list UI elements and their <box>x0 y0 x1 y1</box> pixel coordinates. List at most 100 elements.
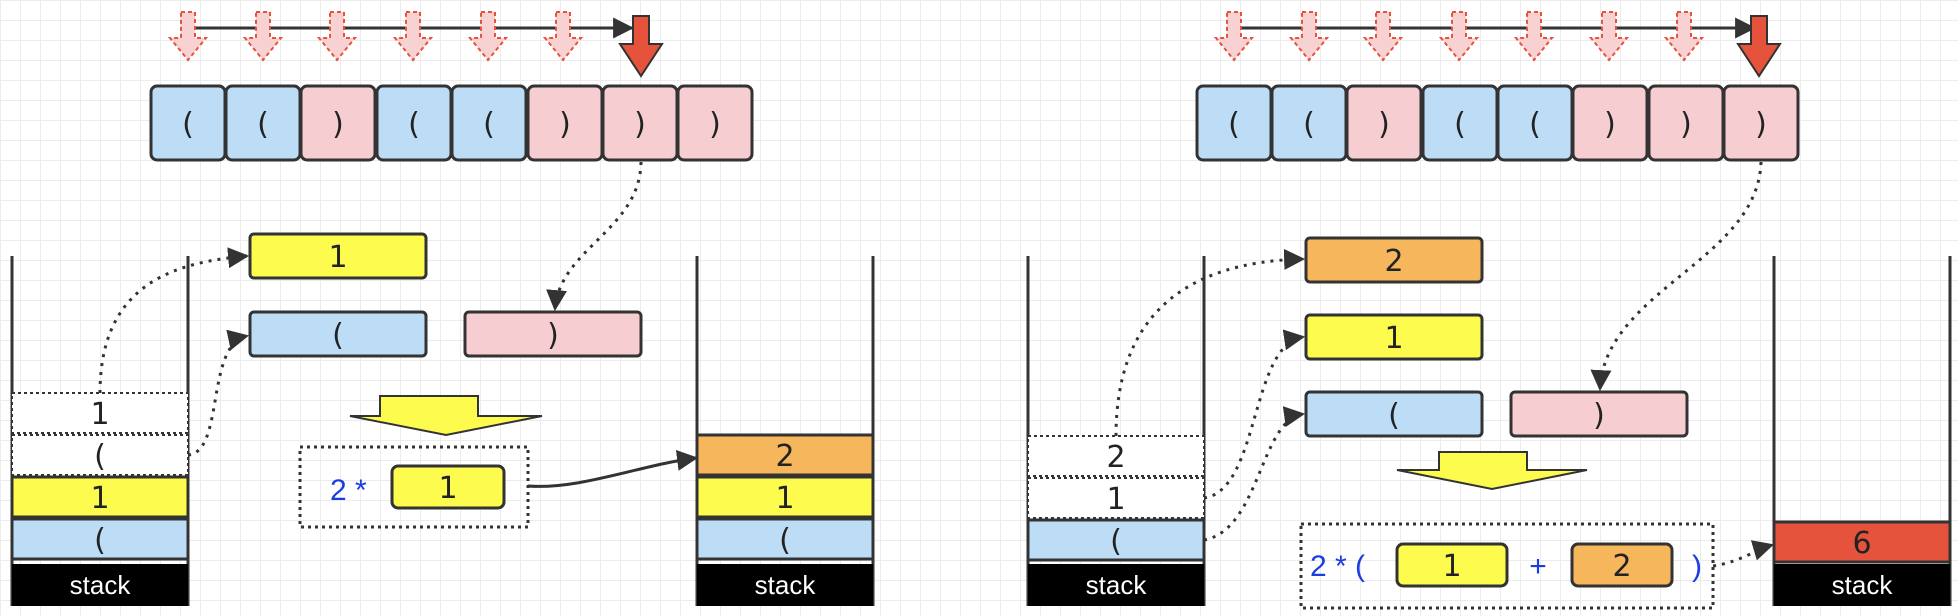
svg-text:(: ( <box>1529 107 1541 142</box>
sequence-cell-current: ) <box>1722 84 1800 162</box>
pop-connector <box>98 247 250 394</box>
svg-text:stack: stack <box>70 570 132 600</box>
popped-item: 1 <box>248 232 428 280</box>
svg-text:1: 1 <box>90 481 109 516</box>
svg-text:(: ( <box>257 107 269 142</box>
left-expression: 2 * 1 <box>298 445 530 529</box>
svg-text:(: ( <box>94 523 106 558</box>
svg-text:(: ( <box>94 439 106 474</box>
pop-connector <box>1203 406 1306 542</box>
left-scan-pointers <box>167 11 664 78</box>
svg-text:): ) <box>1692 550 1702 583</box>
sequence-cell: ( <box>1270 84 1348 162</box>
stack-item: ( <box>10 517 190 561</box>
sequence-cell: ) <box>299 84 377 162</box>
faded-pointer-icon <box>242 11 284 62</box>
pop-connector <box>187 329 250 457</box>
sequence-cell: ( <box>1195 84 1273 162</box>
svg-text:(: ( <box>1388 398 1400 433</box>
faded-pointer-icon <box>1288 11 1330 62</box>
sequence-cell: ( <box>224 84 302 162</box>
popped-item: 1 <box>1304 313 1484 361</box>
sequence-cell: ( <box>450 84 528 162</box>
stack-item: 6 <box>1772 520 1952 564</box>
incoming-connector <box>546 161 643 312</box>
stack-item: ( <box>695 517 875 561</box>
right-panel: ( ( ) ( ( ) ) ) 2 1 ( stack 2 1 ( ) <box>1026 11 1952 610</box>
svg-text:1: 1 <box>1106 482 1125 517</box>
pop-connector <box>1114 248 1306 437</box>
svg-text:1: 1 <box>1442 549 1461 584</box>
svg-text:6: 6 <box>1852 526 1871 561</box>
stack-base: stack <box>1028 564 1204 606</box>
popped-slot: 2 <box>1027 435 1205 477</box>
faded-pointer-icon <box>1438 11 1480 62</box>
stack-base: stack <box>12 564 188 606</box>
stack-base: stack <box>697 564 873 606</box>
faded-pointer-icon <box>167 11 209 62</box>
svg-text:): ) <box>1604 107 1616 142</box>
svg-text:2: 2 <box>1106 440 1125 475</box>
faded-pointer-icon <box>1213 11 1255 62</box>
popped-slot: ( <box>11 434 189 476</box>
sequence-cell: ) <box>1345 84 1423 162</box>
svg-text:1: 1 <box>328 240 347 275</box>
pop-connector <box>1203 329 1306 500</box>
push-connector <box>1712 540 1775 568</box>
push-connector <box>527 449 699 488</box>
svg-text:): ) <box>634 107 646 142</box>
svg-text:(: ( <box>1228 107 1240 142</box>
sequence-cell: ) <box>676 84 754 162</box>
svg-text:): ) <box>1593 398 1605 433</box>
right-stack-before: 2 1 ( stack <box>1026 256 1206 606</box>
active-pointer-icon <box>618 15 664 78</box>
sequence-cell: ) <box>1571 84 1649 162</box>
stack-base: stack <box>1774 564 1950 606</box>
combine-arrow-icon <box>1396 451 1588 491</box>
svg-text:1: 1 <box>775 481 794 516</box>
stack-item: 1 <box>10 475 190 519</box>
sequence-cell: ( <box>375 84 453 162</box>
left-sequence: ( ( ) ( ( ) ) ) <box>149 84 754 162</box>
popped-item: ( <box>248 310 428 358</box>
svg-text:): ) <box>1755 107 1767 142</box>
combine-arrow-icon <box>349 395 543 437</box>
popped-item: 2 <box>1304 236 1484 284</box>
svg-text:1: 1 <box>438 471 457 506</box>
popped-slot: 1 <box>11 392 189 434</box>
right-expression: 2 * ( 1 + 2 ) <box>1299 522 1715 610</box>
svg-text:2: 2 <box>775 439 794 474</box>
svg-text:1: 1 <box>90 397 109 432</box>
svg-text:1: 1 <box>1384 321 1403 356</box>
faded-pointer-icon <box>1588 11 1630 62</box>
incoming-connector <box>1590 161 1763 392</box>
svg-text:(: ( <box>1303 107 1315 142</box>
svg-text:): ) <box>547 318 559 353</box>
sequence-cell: ( <box>1421 84 1499 162</box>
popped-slot: 1 <box>1027 477 1205 519</box>
incoming-item: ) <box>463 310 643 358</box>
faded-pointer-icon <box>467 11 509 62</box>
sequence-cell-current: ) <box>601 84 679 162</box>
left-popped: 1 ( ) <box>248 232 643 358</box>
svg-text:stack: stack <box>1832 570 1894 600</box>
svg-text:stack: stack <box>755 570 817 600</box>
svg-text:(: ( <box>483 107 495 142</box>
sequence-cell: ( <box>149 84 227 162</box>
svg-text:): ) <box>559 107 571 142</box>
right-popped: 2 1 ( ) <box>1304 236 1689 438</box>
right-scan-pointers <box>1213 11 1782 78</box>
right-stack-after: 6 stack <box>1772 256 1952 606</box>
svg-text:(: ( <box>408 107 420 142</box>
popped-item: ( <box>1304 390 1484 438</box>
svg-text:(: ( <box>182 107 194 142</box>
faded-pointer-icon <box>1513 11 1555 62</box>
left-stack-after: 2 1 ( stack <box>695 256 875 606</box>
faded-pointer-icon <box>1362 11 1404 62</box>
sequence-cell: ( <box>1496 84 1574 162</box>
svg-text:): ) <box>1680 107 1692 142</box>
svg-text:): ) <box>709 107 721 142</box>
stack-item: 2 <box>695 433 875 477</box>
svg-text:(: ( <box>332 318 344 353</box>
